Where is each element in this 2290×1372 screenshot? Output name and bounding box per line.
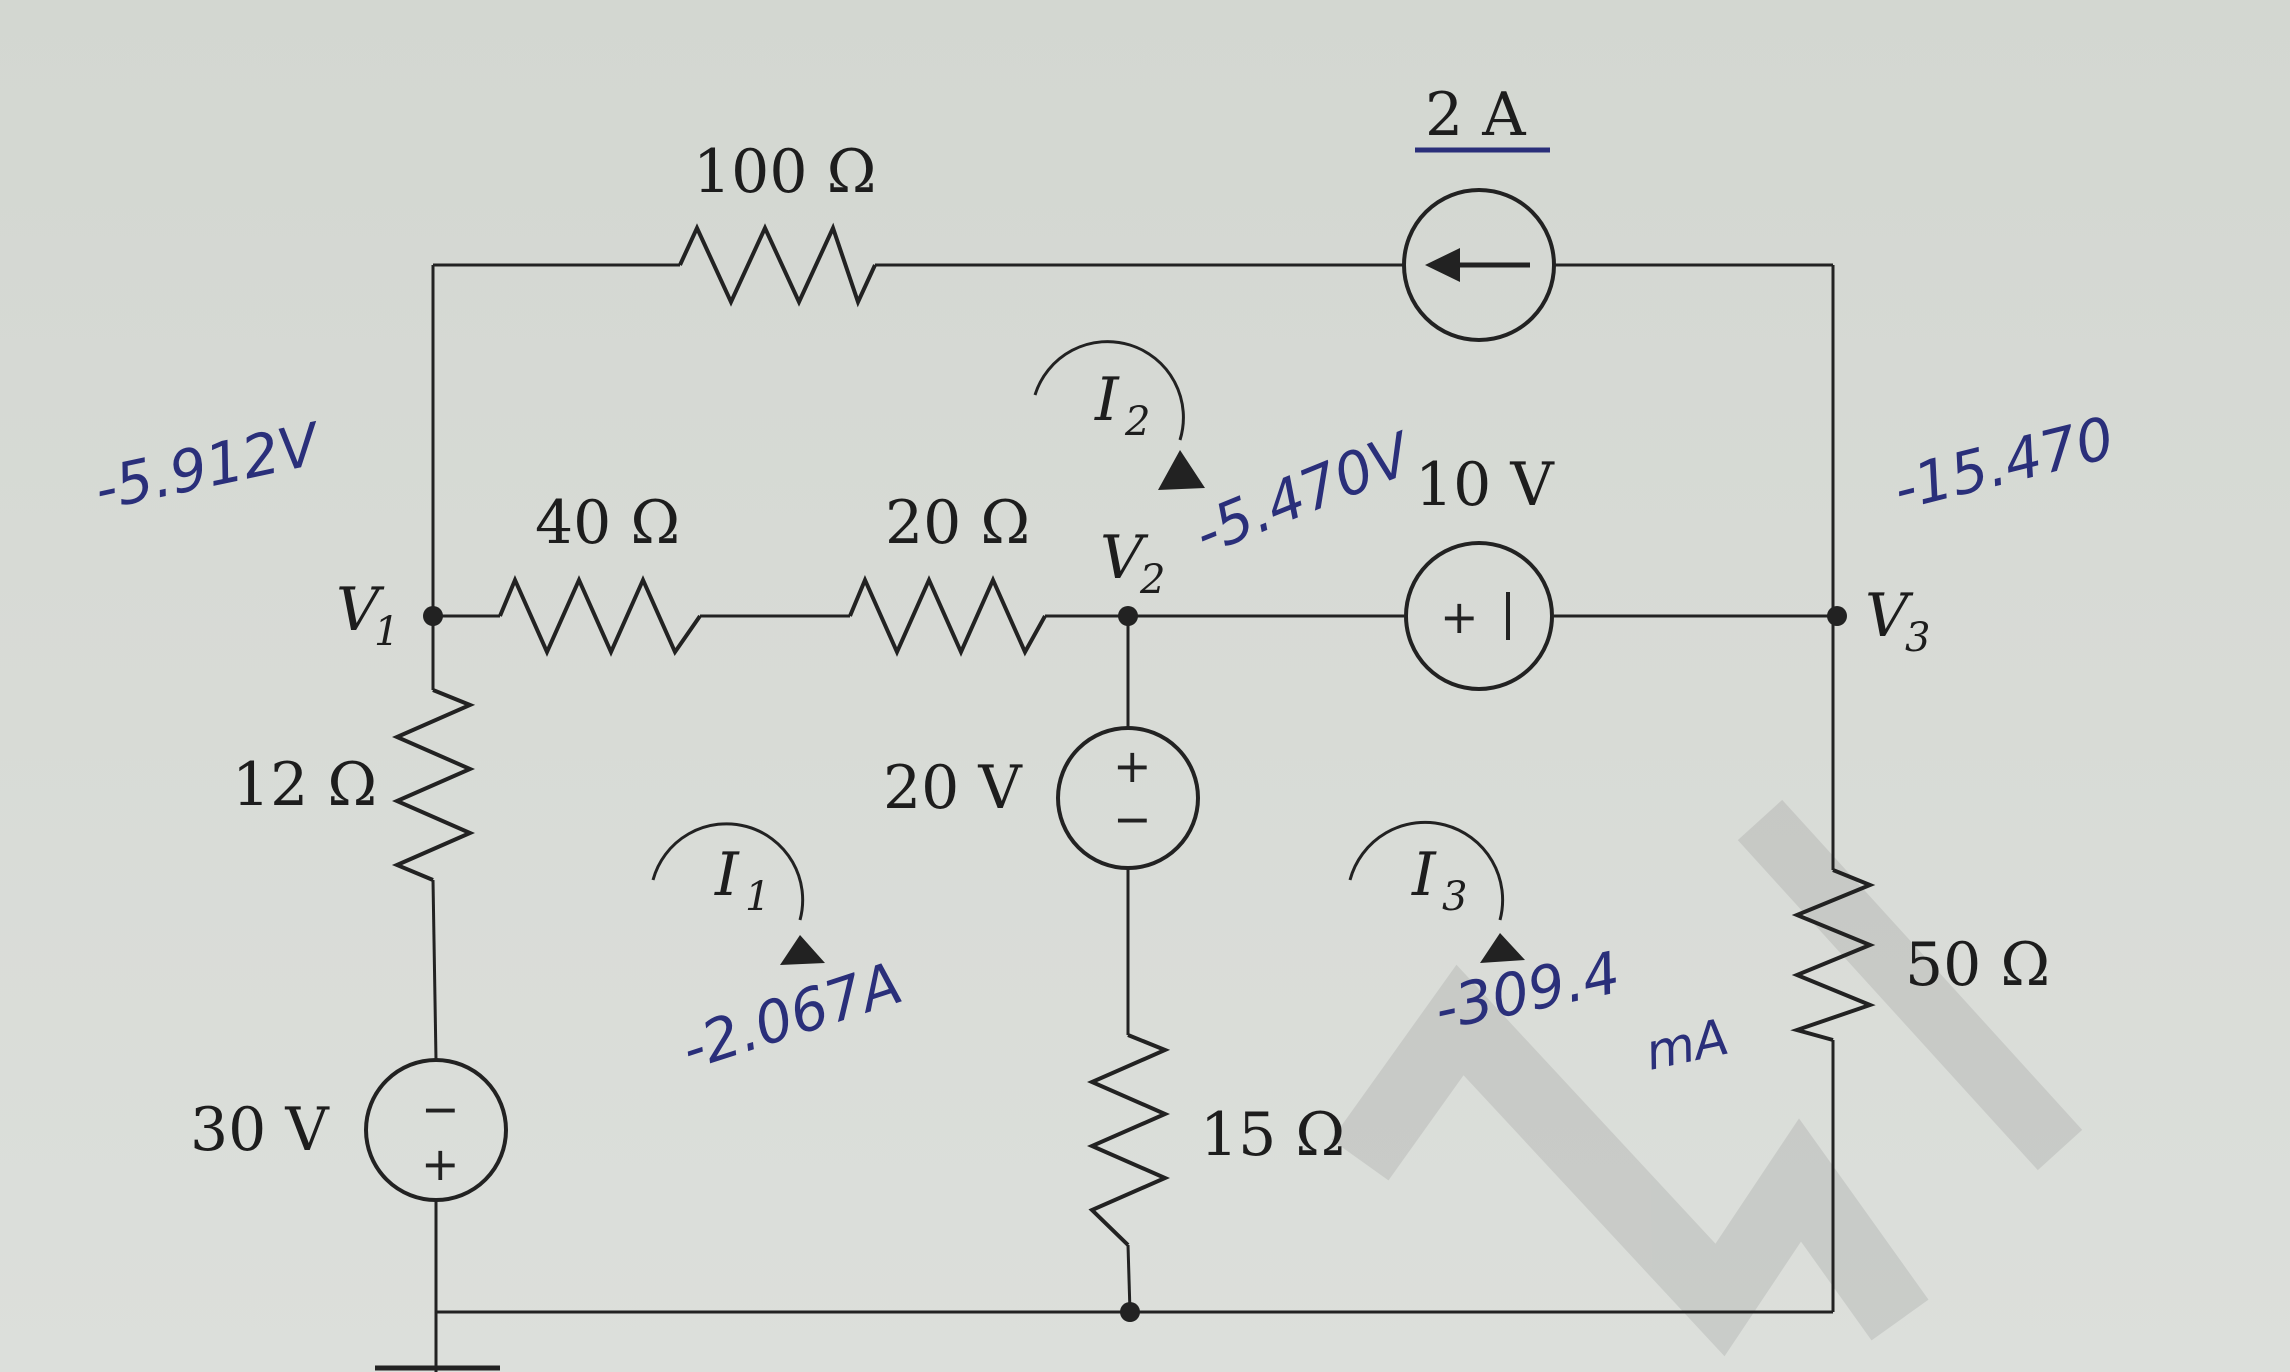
loop-subscript: 2	[1124, 399, 1150, 445]
label-r12: 12 Ω	[232, 750, 377, 820]
node-letter: V	[336, 575, 385, 645]
label-r15: 15 Ω	[1200, 1100, 1345, 1170]
node-letter: V	[1100, 523, 1149, 593]
handwritten-i1-value: -2.067A	[673, 949, 910, 1084]
plus-sign: +	[1113, 739, 1152, 793]
resistor-15-ohm	[1087, 1033, 1171, 1247]
label-r20: 20 Ω	[885, 488, 1030, 558]
minus-sign: −	[1113, 792, 1152, 846]
label-v30: 30 V	[190, 1095, 330, 1165]
loop-arrow-i3	[1348, 820, 1525, 963]
loop-letter: I	[1411, 840, 1437, 910]
node-subscript: 3	[1905, 615, 1930, 661]
loop-letter: I	[714, 840, 740, 910]
node-dot-bottom	[1120, 1302, 1140, 1322]
node-letter: V	[1865, 581, 1914, 651]
current-source-2a	[1402, 188, 1556, 342]
loop-subscript: 1	[745, 874, 770, 920]
node-subscript: 1	[374, 609, 399, 655]
label-node-v2: V 2	[1100, 523, 1165, 603]
voltage-source-20v: + −	[1056, 726, 1200, 870]
label-v10: 10 V	[1415, 450, 1555, 520]
node-dot-v1	[423, 606, 443, 626]
resistor-20-ohm	[848, 574, 1047, 657]
label-r50: 50 Ω	[1905, 930, 2050, 1000]
loop-arrow-i1	[651, 822, 825, 965]
label-node-v1: V 1	[336, 575, 399, 655]
handwritten-v2-value: -5.470V	[1185, 418, 1425, 568]
loop-subscript: 3	[1442, 874, 1467, 920]
label-r40: 40 Ω	[535, 488, 680, 558]
loop-arrow-i2	[1033, 340, 1205, 490]
handwritten-v1-value: -5.912V	[89, 409, 329, 524]
handwritten-i3-unit: mA	[1640, 1008, 1733, 1082]
label-loop-i1: I 1	[714, 840, 770, 920]
resistor-40-ohm	[498, 574, 702, 657]
label-loop-i3: I 3	[1411, 840, 1467, 920]
plus-sign: +	[1440, 590, 1479, 644]
voltage-source-10v: +	[1404, 541, 1554, 691]
label-v20: 20 V	[883, 753, 1023, 823]
loop-letter: I	[1094, 365, 1120, 435]
wires	[375, 263, 1835, 1372]
plus-sign: +	[421, 1137, 460, 1191]
resistor-50-ohm	[1790, 868, 1876, 1042]
handwritten-i3-value: -309.4	[1429, 938, 1626, 1043]
resistor-100-ohm	[678, 222, 877, 308]
node-subscript: 2	[1139, 557, 1165, 603]
handwritten-v3-value: -15.470	[1887, 403, 2121, 523]
resistor-12-ohm	[391, 688, 476, 882]
node-dots	[423, 606, 1847, 1322]
node-dot-v2	[1118, 606, 1138, 626]
label-loop-i2: I 2	[1094, 365, 1150, 445]
minus-sign: −	[421, 1082, 460, 1136]
label-i2a: 2 A	[1425, 80, 1526, 150]
voltage-source-30v: − +	[364, 1058, 508, 1202]
label-node-v3: V 3	[1865, 581, 1930, 661]
node-dot-v3	[1827, 606, 1847, 626]
label-r100: 100 Ω	[693, 137, 876, 207]
